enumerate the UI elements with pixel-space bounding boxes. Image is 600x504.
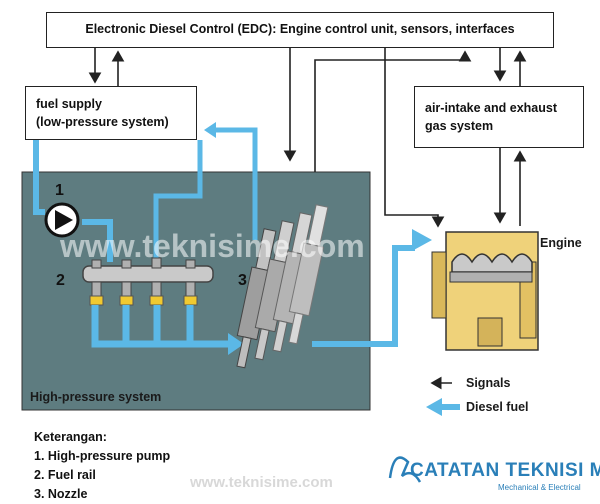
fuel-drop-lines (122, 305, 194, 344)
keterangan-item-1: 1. High-pressure pump (34, 449, 171, 463)
nozzles (236, 204, 329, 369)
watermark-url: www.teknisime.com (190, 474, 333, 491)
brand-subtitle: Mechanical & Electrical (498, 483, 581, 492)
legend-signals-label: Signals (466, 376, 511, 390)
fuel-supply-line1: fuel supply (36, 97, 102, 111)
fuel-supply-line2: (low-pressure system) (36, 115, 169, 129)
engine-label: Engine (540, 236, 582, 250)
air-intake-line1: air-intake and exhaust (425, 101, 557, 115)
air-intake-box: air-intake and exhaust gas system (414, 86, 584, 148)
pump-triangle (55, 210, 73, 230)
fuel-return-arrowhead (204, 122, 216, 138)
label-number-3: 3 (238, 272, 247, 289)
engine-illustration (431, 231, 539, 351)
air-intake-line2: gas system (425, 119, 494, 133)
signal-lines (88, 48, 527, 228)
fuel-line-supply-to-pump (33, 140, 45, 215)
fuel-line-return (153, 140, 203, 275)
legend-diesel-fuel-label: Diesel fuel (466, 400, 529, 414)
fuel-line-pump-to-rail (82, 219, 113, 262)
label-number-1: 1 (55, 182, 64, 199)
watermark-overlay: www.teknisime.com (60, 228, 365, 264)
fuel-line-rail-to-nozzles (91, 305, 230, 348)
label-number-2: 2 (56, 272, 65, 289)
legend-fuel-arrowhead (426, 398, 442, 416)
rail-connector-caps (89, 295, 198, 306)
keterangan-list: Keterangan: 1. High-pressure pump 2. Fue… (34, 428, 170, 504)
keterangan-title: Keterangan: (34, 430, 107, 444)
fuel-arrowhead-to-nozzles (228, 333, 244, 355)
fuel-return-to-supply (210, 127, 258, 240)
keterangan-item-3: 3. Nozzle (34, 487, 88, 501)
fuel-line-to-engine (312, 245, 415, 347)
brand-logo-mark (388, 456, 422, 483)
high-pressure-system-label: High-pressure system (30, 390, 162, 404)
keterangan-item-2: 2. Fuel rail (34, 468, 96, 482)
edc-box: Electronic Diesel Control (EDC): Engine … (46, 12, 554, 48)
edc-label: Electronic Diesel Control (EDC): Engine … (85, 22, 515, 36)
fuel-rail (82, 265, 214, 283)
brand-name: CATATAN TEKNISI ME (410, 460, 600, 481)
fuel-arrowhead-to-engine (412, 229, 432, 251)
fuel-supply-box: fuel supply (low-pressure system) (25, 86, 197, 140)
